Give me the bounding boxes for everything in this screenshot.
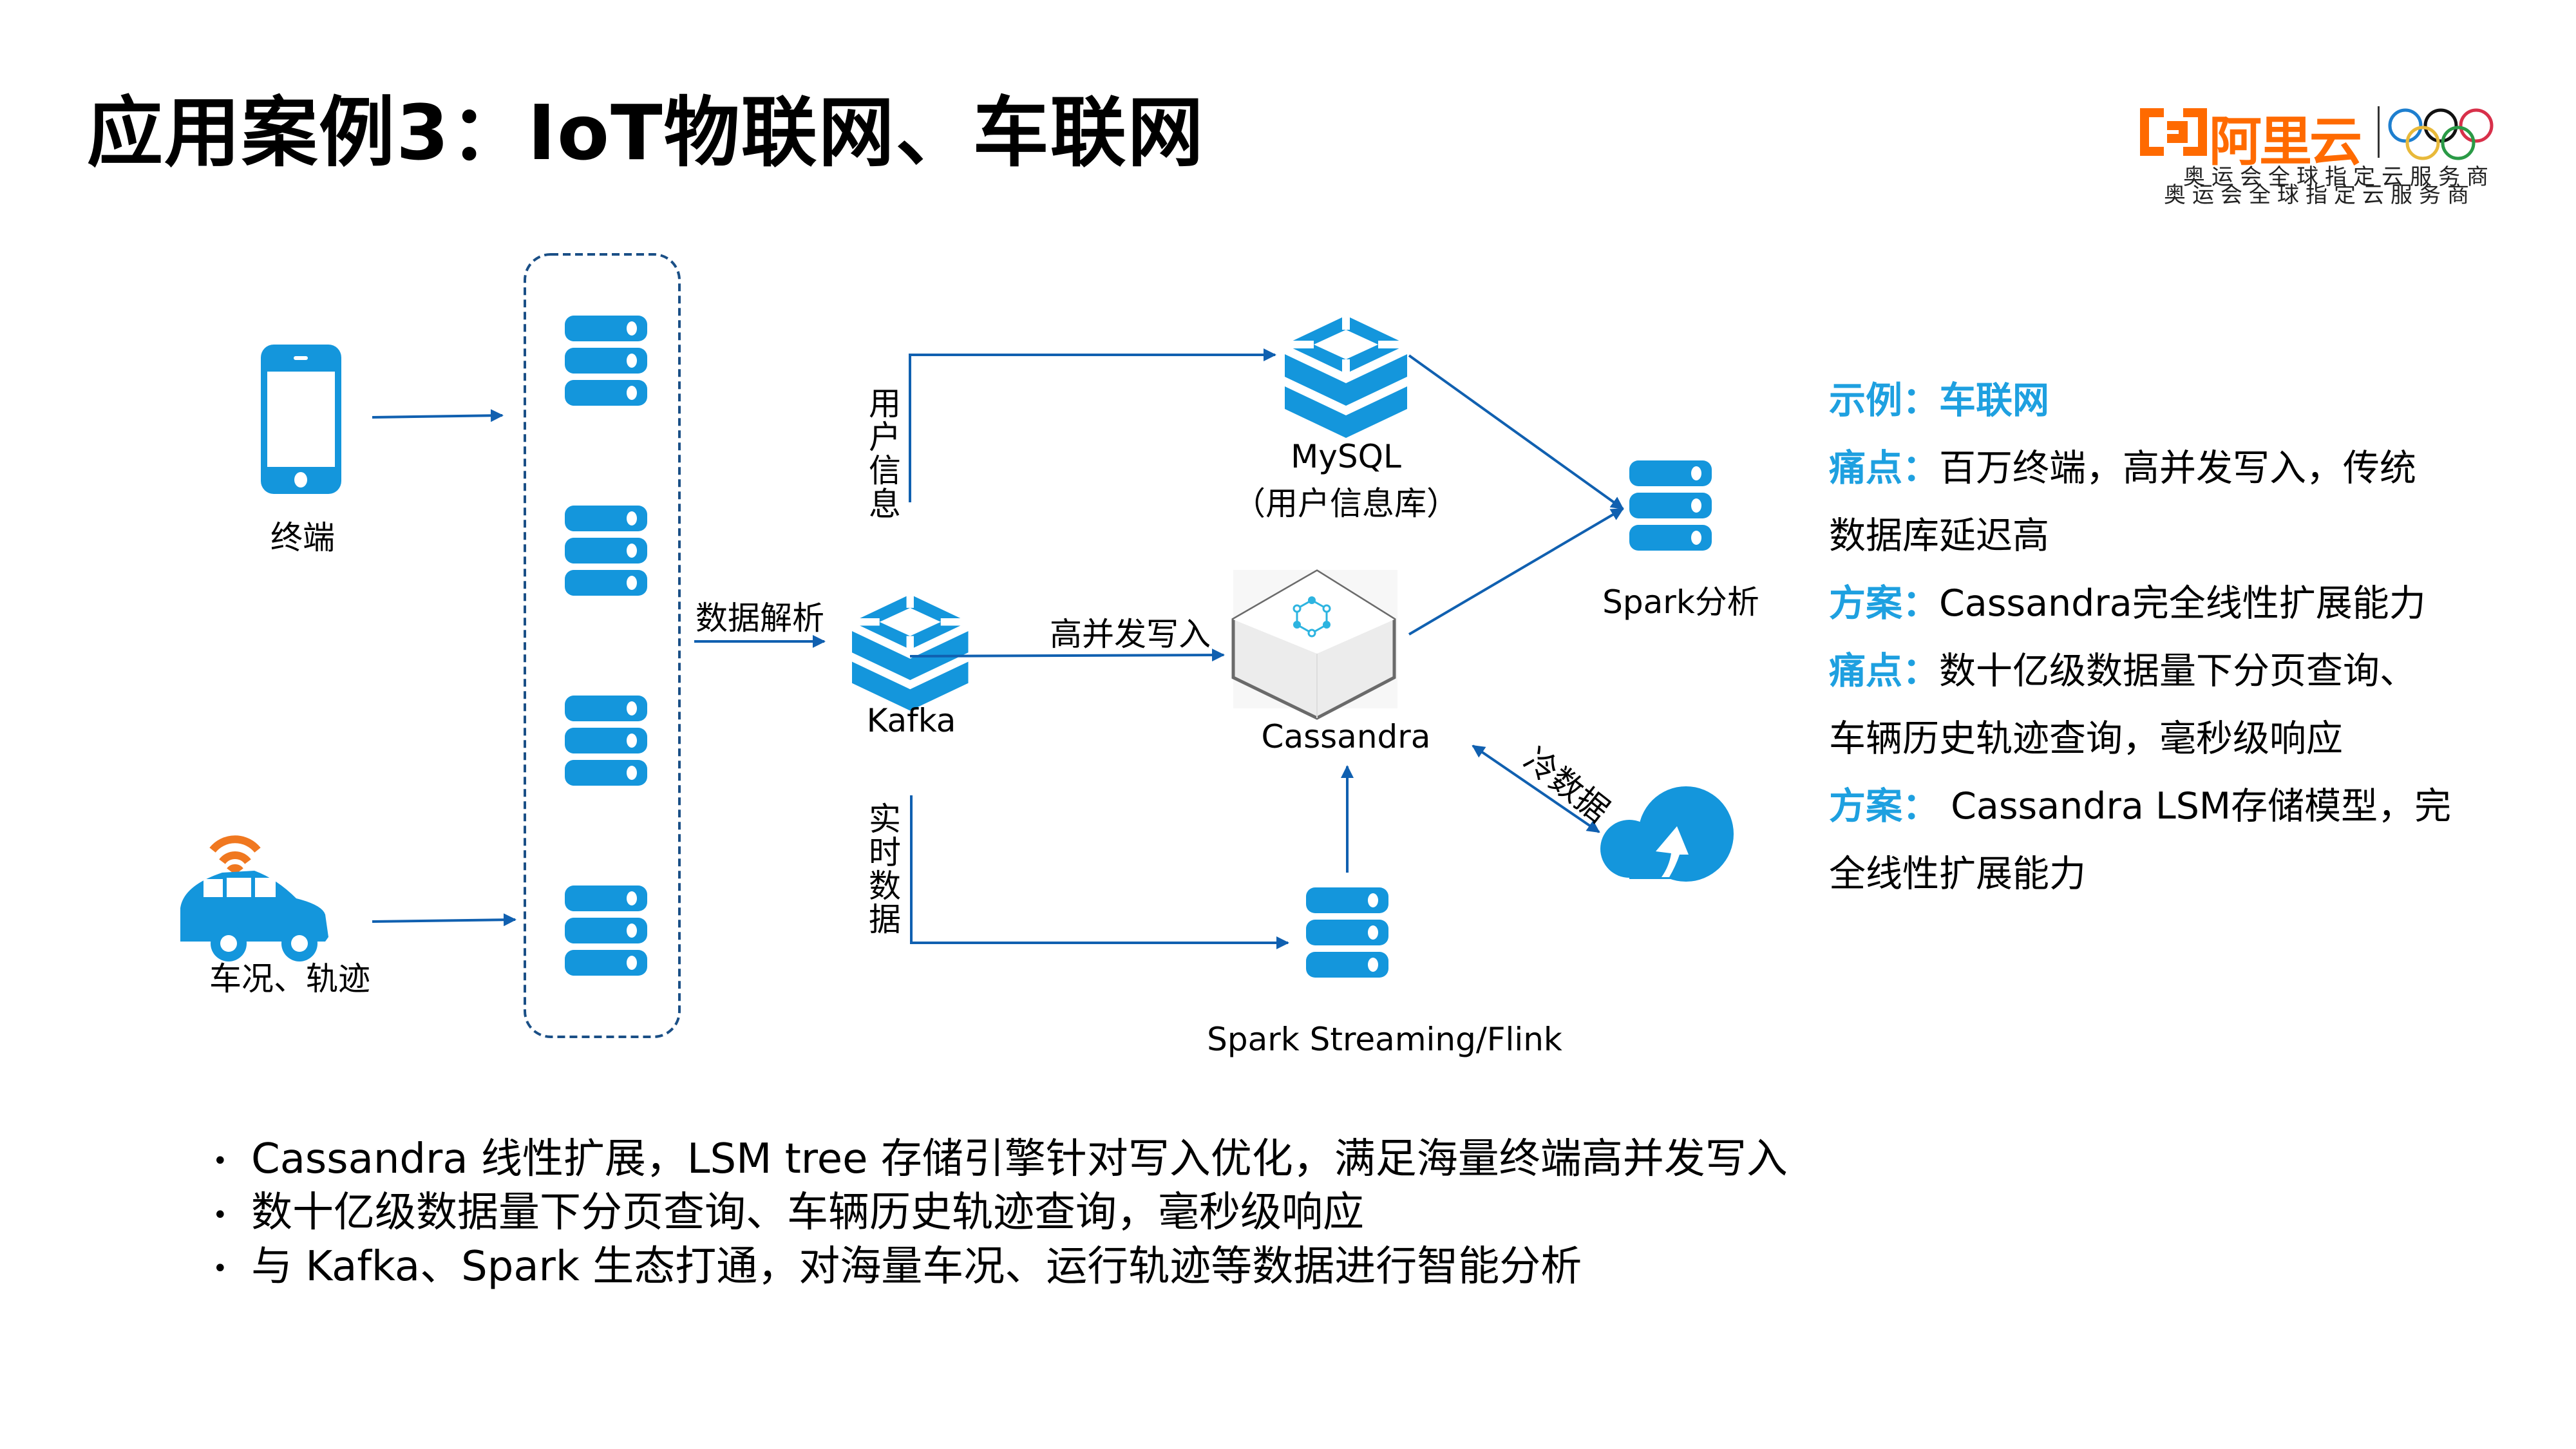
olympic-rings-icon [2388, 108, 2494, 160]
bullet-text: 数十亿级数据量下分页查询、车辆历史轨迹查询，毫秒级响应 [251, 1189, 1364, 1237]
server-icon [565, 886, 647, 976]
pain-point-key: 痛点： [1829, 650, 1939, 692]
mobile-phone-icon [261, 345, 341, 494]
pain-point-text: 百万终端，高并发写入，传统 [1939, 447, 2416, 489]
edge-label-realtime-data: 实时数据 [864, 802, 901, 936]
spark-streaming-icon [1306, 887, 1388, 978]
bullet-dot-icon: • [213, 1200, 228, 1230]
solution-1: 方案：Cassandra完全线性扩展能力 [1829, 570, 2537, 638]
arrow-mysql-to-spark [1408, 354, 1624, 510]
bullet-dot-icon: • [213, 1254, 228, 1284]
bullet-item: • Cassandra 线性扩展，LSM tree 存储引擎针对写入优化，满足海量… [213, 1133, 1788, 1187]
arrow-kafka-to-streaming [910, 795, 1289, 949]
kafka-label: Kafka [866, 702, 956, 739]
mysql-sublabel: （用户信息库） [1233, 485, 1459, 522]
bullet-dot-icon: • [213, 1146, 228, 1177]
pain-point-2-cont: 车辆历史轨迹查询，毫秒级响应 [1829, 717, 2343, 760]
server-icon [565, 696, 647, 786]
kafka-icon [852, 594, 969, 711]
arrow-kafka-to-cassandra [909, 649, 1225, 662]
solution-key: 方案： [1829, 582, 1939, 625]
server-icon [565, 506, 647, 596]
bullet-item: • 与 Kafka、Spark 生态打通，对海量车况、运行轨迹等数据进行智能分析 [213, 1241, 1788, 1294]
aliyun-brand-text: 阿里云 [2209, 111, 2362, 173]
bullet-text: Cassandra 线性扩展，LSM tree 存储引擎针对写入优化，满足海量终… [251, 1135, 1788, 1183]
logo-tagline-shadow: 奥运会全球指定云服务商 [2164, 182, 2476, 208]
edge-label-high-concurrency-write: 高并发写入 [1050, 616, 1211, 653]
solution-key: 方案： [1829, 785, 1939, 828]
edge-label-data-parse: 数据解析 [696, 600, 824, 637]
server-icon [565, 316, 647, 406]
solution-text: Cassandra LSM存储模型，完 [1939, 785, 2452, 828]
pain-point-1: 痛点：百万终端，高并发写入，传统 [1829, 435, 2537, 502]
cassandra-cube-icon [1231, 569, 1397, 720]
arrow-terminal-to-cluster [372, 409, 504, 422]
example-heading: 示例：车联网 [1829, 379, 2049, 422]
mysql-label: MySQL [1291, 438, 1401, 475]
edge-label-user-info: 用户信息 [864, 386, 901, 520]
summary-bullets: • Cassandra 线性扩展，LSM tree 存储引擎针对写入优化，满足海量… [213, 1133, 1788, 1294]
aliyun-olympic-logo: 阿里云 奥运会全球指定云服务商 奥运会全球指定云服务商 [2138, 87, 2524, 216]
arrow-cold-data [1472, 744, 1600, 833]
pain-point-text: 数十亿级数据量下分页查询、 [1939, 650, 2416, 692]
logo-divider [2378, 106, 2380, 158]
spark-streaming-label: Spark Streaming/Flink [1207, 1021, 1562, 1058]
server-cluster-border [524, 253, 681, 1038]
aliyun-logo-icon [2140, 108, 2207, 156]
arrow-cassandra-to-spark [1408, 507, 1624, 636]
car-wifi-icon [180, 835, 328, 961]
spark-analysis-icon [1629, 460, 1712, 551]
vehicle-label: 车况、轨迹 [209, 960, 370, 998]
bullet-text: 与 Kafka、Spark 生态打通，对海量车况、运行轨迹等数据进行智能分析 [251, 1242, 1582, 1291]
mysql-icon [1285, 316, 1407, 438]
solution-text: Cassandra完全线性扩展能力 [1939, 582, 2426, 625]
bullet-item: • 数十亿级数据量下分页查询、车辆历史轨迹查询，毫秒级响应 [213, 1187, 1788, 1240]
solution-2: 方案： Cassandra LSM存储模型，完 [1829, 773, 2537, 840]
solution-2-cont: 全线性扩展能力 [1829, 853, 2086, 895]
terminal-label: 终端 [270, 519, 335, 556]
spark-analysis-label: Spark分析 [1602, 583, 1759, 621]
logo-tagline: 奥运会全球指定云服务商 [2183, 164, 2495, 190]
case-description-panel: 示例：车联网 痛点：百万终端，高并发写入，传统 数据库延迟高 方案：Cassan… [1829, 367, 2537, 908]
cassandra-label: Cassandra [1261, 718, 1431, 755]
pain-point-2: 痛点：数十亿级数据量下分页查询、 [1829, 638, 2537, 705]
slide-title: 应用案例3：IoT物联网、车联网 [87, 88, 1205, 177]
pain-point-1-cont: 数据库延迟高 [1829, 515, 2049, 557]
arrow-vehicle-to-cluster [372, 913, 516, 927]
pain-point-key: 痛点： [1829, 447, 1939, 489]
arrow-kafka-to-mysql [909, 348, 1276, 502]
cloud-upload-icon [1600, 786, 1734, 882]
